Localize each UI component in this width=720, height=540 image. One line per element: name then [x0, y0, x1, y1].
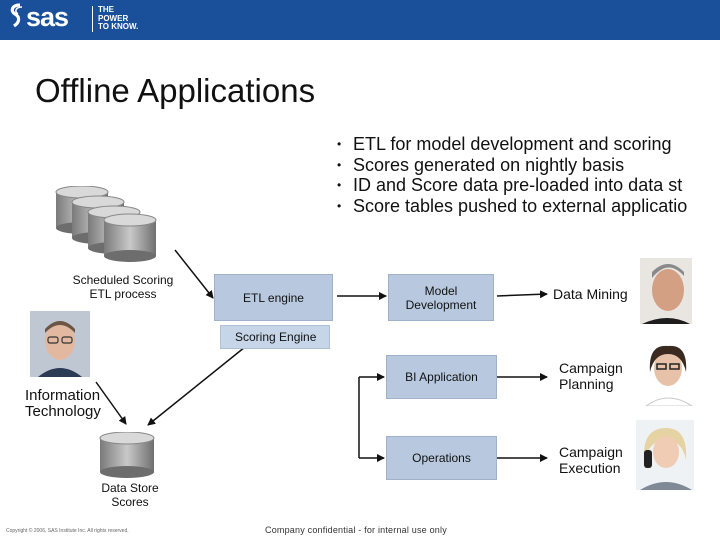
footer-copyright: Copyright © 2006, SAS Institute Inc. All…: [6, 528, 129, 534]
etl-process-label: Scheduled Scoring ETL process: [58, 273, 188, 301]
person-portrait-icon: [640, 258, 692, 324]
header-bar: sas THE POWER TO KNOW.: [0, 0, 720, 40]
phone-headset-icon: [644, 450, 652, 468]
bi-application-label: BI Application: [405, 370, 478, 384]
campaign-execution-person-photo: [636, 420, 694, 490]
sas-swirl-icon: [10, 3, 23, 28]
bullet-dot-icon: •: [337, 137, 342, 151]
arrow-etl-to-engine: [174, 249, 214, 299]
person-portrait-icon: [636, 420, 694, 490]
label-line: Scores: [111, 495, 149, 509]
label-line: Campaign: [559, 444, 623, 460]
tagline-line: POWER: [98, 13, 129, 23]
bi-application-box: BI Application: [386, 355, 497, 399]
label-line: Planning: [559, 376, 614, 392]
arrow-model-to-mining: [496, 290, 548, 299]
tagline-line: TO KNOW.: [98, 22, 139, 31]
bullet-item: • Score tables pushed to external applica…: [337, 196, 720, 217]
sas-logo: sas: [6, 2, 69, 33]
bullet-dot-icon: •: [337, 178, 342, 192]
logo-text: sas: [26, 2, 69, 32]
page-title: Offline Applications: [35, 72, 316, 109]
data-mining-label: Data Mining: [553, 286, 628, 302]
label-line: Technology: [25, 403, 101, 420]
person-portrait-icon: [640, 340, 698, 406]
campaign-execution-label: Campaign Execution: [559, 444, 623, 476]
label-line: Campaign: [559, 360, 623, 376]
etl-engine-label: ETL engine: [243, 290, 304, 305]
label-line: Information: [25, 387, 101, 404]
it-role-label: Information Technology: [25, 388, 101, 420]
footer-confidential: Company confidential - for internal use …: [265, 525, 447, 535]
it-person-photo: [30, 311, 90, 377]
data-mining-person-photo: [640, 258, 692, 324]
label-line: ETL process: [89, 287, 157, 301]
bullet-text: ID and Score data pre-loaded into data s…: [353, 175, 683, 195]
logo-divider: [92, 6, 93, 32]
campaign-planning-person-photo: [640, 340, 698, 406]
tagline: THE POWER TO KNOW.: [98, 5, 139, 32]
scoring-engine-label: Scoring Engine: [235, 330, 317, 344]
tagline-line: THE: [98, 5, 114, 14]
bullet-text: Scores generated on nightly basis: [353, 154, 625, 175]
label-line: Execution: [559, 460, 621, 476]
operations-label: Operations: [412, 451, 471, 465]
label-line: Scheduled Scoring: [72, 273, 174, 287]
etl-engine-box: ETL engine: [214, 274, 333, 321]
bullet-text: Score tables pushed to external applicat…: [353, 195, 688, 216]
data-store-database-icon: [99, 432, 155, 478]
person-portrait-icon: [30, 311, 90, 377]
data-store-label: Data Store Scores: [80, 481, 180, 509]
bullet-dot-icon: •: [337, 198, 342, 213]
bullet-item: • ETL for model development and scoring: [337, 134, 720, 155]
label-line: Development: [405, 297, 477, 312]
arrow-scoring-to-datastore: [147, 339, 253, 426]
model-development-box: Model Development: [388, 274, 494, 321]
database-icon: [103, 213, 157, 262]
label-line: Model: [424, 283, 458, 298]
operations-box: Operations: [386, 436, 497, 480]
bullet-list: • ETL for model development and scoring •…: [337, 134, 720, 216]
arrow-it-to-datastore: [95, 381, 127, 425]
bullet-dot-icon: •: [337, 157, 342, 172]
label-line: Data Store: [101, 481, 159, 495]
campaign-planning-label: Campaign Planning: [559, 360, 623, 392]
etl-database-stack-icon: [55, 186, 157, 262]
bullet-text: ETL for model development and scoring: [353, 134, 672, 154]
scoring-engine-box: Scoring Engine: [220, 325, 330, 349]
bullet-item: • Scores generated on nightly basis: [337, 155, 720, 176]
bullet-item: • ID and Score data pre-loaded into data …: [337, 175, 720, 196]
